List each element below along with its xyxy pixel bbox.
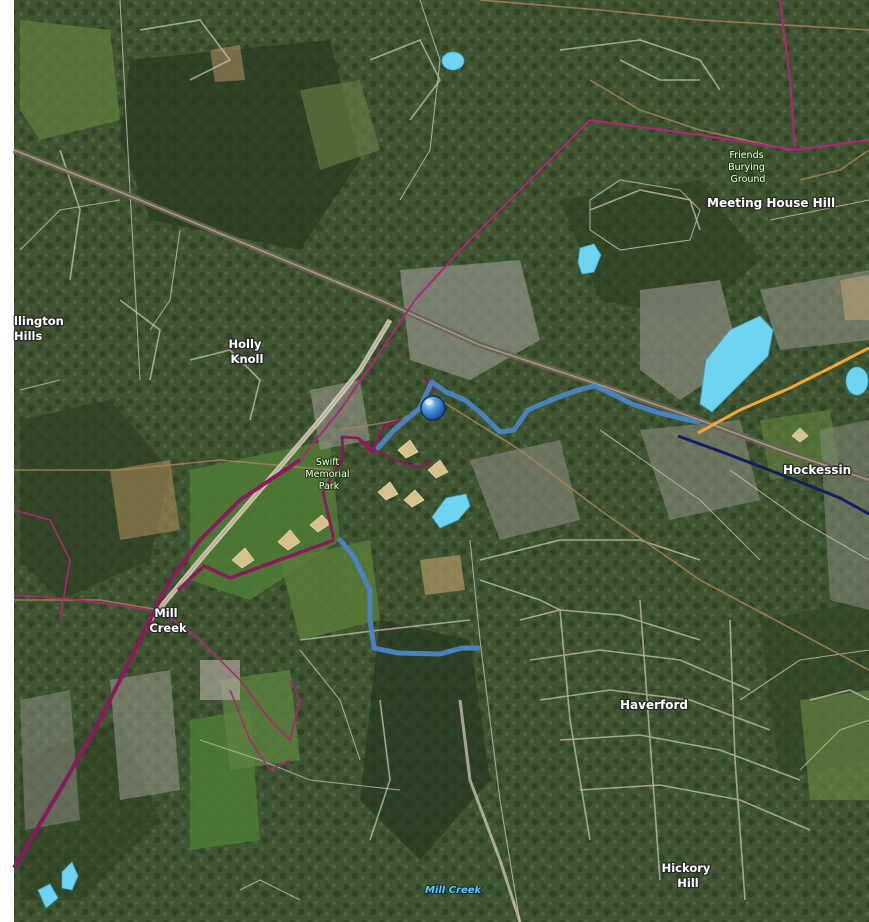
label-mill-creek-place: Mill Creek: [149, 606, 187, 635]
ball-fields: [231, 427, 809, 569]
water-bodies: [37, 51, 869, 909]
aerial-imagery: [14, 0, 869, 922]
location-marker-icon[interactable]: [420, 395, 446, 421]
orange-route-line: [697, 346, 869, 435]
label-meeting-house-hill: Meeting House Hill: [707, 196, 835, 210]
local-streets: [59, 19, 869, 901]
label-wellington-hills: llington Hills: [14, 314, 68, 343]
navy-route-line: [677, 434, 869, 516]
label-mill-creek-water: Mill Creek: [425, 885, 483, 896]
map-labels: Friends Burying Ground Meeting House Hil…: [13, 149, 853, 897]
boundary-lines: [19, 0, 869, 922]
label-hickory-hill: Hickory Hill: [662, 861, 715, 890]
label-swift-memorial-park: Swift Memorial Park: [305, 457, 352, 492]
highway: [148, 318, 522, 922]
map-margin: [0, 0, 14, 922]
label-haverford: Haverford: [620, 698, 688, 712]
blue-trail-route: [337, 379, 701, 657]
label-friends-burying-ground: Friends Burying Ground: [728, 150, 768, 185]
railroad: [12, 147, 869, 483]
label-hockessin: Hockessin: [783, 463, 851, 477]
magenta-boundaries: [12, 0, 869, 870]
label-holly-knoll: Holly Knoll: [229, 337, 266, 366]
